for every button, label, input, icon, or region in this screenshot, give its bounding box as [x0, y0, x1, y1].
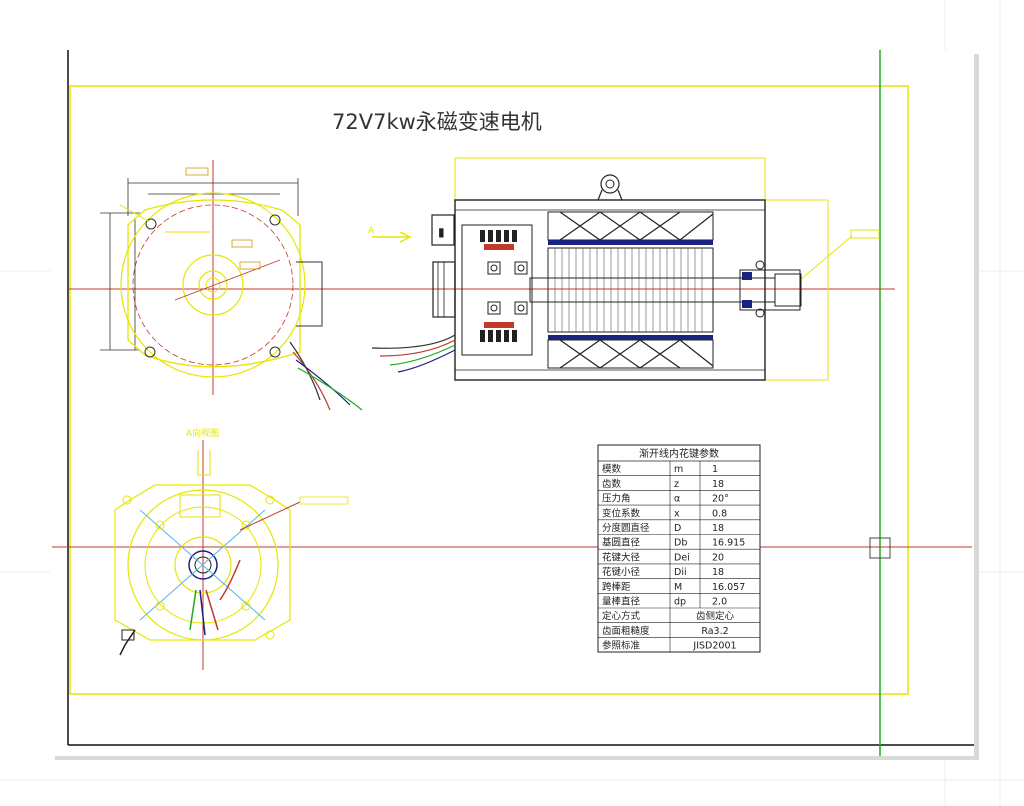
table-param-name: 定心方式 [602, 610, 641, 622]
table-param-symbol: Dei [674, 552, 690, 563]
cursor-crosshair [869, 537, 891, 559]
drawing-title: 72V7kw永磁变速电机 [332, 110, 542, 134]
table-param-name: 齿数 [602, 478, 622, 490]
table-param-symbol: D [674, 523, 681, 534]
table-param-symbol: z [674, 479, 679, 490]
table-param-value: JISD2001 [692, 641, 736, 652]
table-param-value: 1 [712, 464, 718, 475]
view-arrow: A [368, 226, 412, 243]
table-param-value: 16.057 [712, 582, 745, 593]
table-param-name: 变位系数 [602, 507, 641, 519]
table-param-symbol: x [674, 508, 680, 519]
table-param-value: 20 [712, 552, 724, 563]
section-label: A向视图 [186, 427, 219, 439]
table-param-name: 齿面粗糙度 [602, 625, 650, 637]
table-param-value: 18 [712, 567, 724, 578]
table-title: 渐开线内花键参数 [639, 447, 719, 460]
side-section-view: ▮ [371, 157, 880, 381]
inner-border [69, 85, 909, 695]
sheet-frame [67, 50, 974, 746]
table-param-name: 基圆直径 [602, 537, 641, 549]
table-param-name: 分度圆直径 [602, 522, 650, 534]
drawing-sheet [50, 50, 974, 756]
table-param-value: 18 [712, 479, 724, 490]
table-param-name: 花键小径 [602, 566, 641, 578]
table-param-name: 量棒直径 [602, 596, 641, 608]
table-param-symbol: Dii [674, 567, 687, 578]
table-param-symbol: α [674, 494, 680, 505]
a-direction-view: A向视图 [114, 427, 349, 656]
table-param-value: Ra3.2 [701, 626, 728, 637]
table-param-value: 20° [712, 494, 729, 505]
table-param-name: 花键大径 [602, 551, 641, 563]
table-param-value: 16.915 [712, 538, 745, 549]
table-param-symbol: M [674, 582, 682, 593]
table-param-value: 齿侧定心 [696, 610, 735, 622]
table-param-value: 18 [712, 523, 724, 534]
arrow-label: A [368, 226, 375, 236]
spline-parameter-table: 渐开线内花键参数 模数 m 1 齿数 z 18 压力角 α 20° 变位系数 x 0.8 分度圆直径 D 1… [597, 444, 761, 653]
front-view [100, 167, 363, 411]
table-param-symbol: dp [674, 597, 686, 608]
table-param-value: 2.0 [712, 597, 727, 608]
table-param-name: 模数 [602, 463, 622, 475]
table-param-value: 0.8 [712, 508, 727, 519]
table-param-name: 参照标准 [602, 640, 641, 652]
terminal-mark: ▮ [438, 225, 445, 239]
table-param-symbol: m [674, 464, 683, 475]
table-param-name: 跨棒距 [602, 581, 631, 593]
table-param-name: 压力角 [602, 493, 631, 505]
table-param-symbol: Db [674, 538, 687, 549]
